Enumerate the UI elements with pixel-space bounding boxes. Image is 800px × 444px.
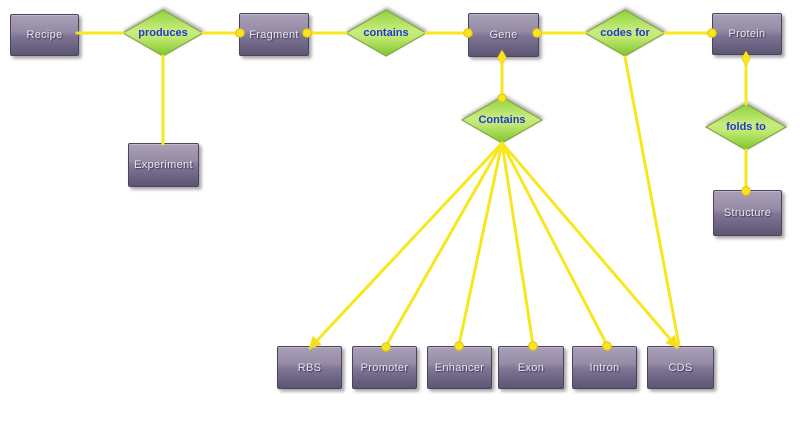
relationship-contains-parts[interactable]: Contains xyxy=(461,96,543,144)
entity-fragment[interactable]: Fragment xyxy=(239,13,309,56)
relationship-contains-parts-label: Contains xyxy=(478,114,526,126)
entity-cds-label: CDS xyxy=(668,361,693,374)
entity-gene[interactable]: Gene xyxy=(468,13,539,57)
entity-rbs[interactable]: RBS xyxy=(277,346,342,389)
relationship-contains[interactable]: contains xyxy=(345,9,427,57)
entity-intron-label: Intron xyxy=(589,361,620,374)
entity-experiment-label: Experiment xyxy=(134,159,193,171)
relationship-produces[interactable]: produces xyxy=(122,9,204,57)
relationship-folds-to-label: folds to xyxy=(726,121,766,133)
entity-cds[interactable]: CDS xyxy=(647,346,714,389)
diamond-shape xyxy=(345,9,427,57)
connector-containsparts-intron xyxy=(500,141,609,347)
entity-exon[interactable]: Exon xyxy=(498,346,564,389)
entity-promoter-label: Promoter xyxy=(360,361,409,374)
entity-promoter[interactable]: Promoter xyxy=(352,346,417,389)
entity-recipe-label: Recipe xyxy=(26,29,63,41)
relationship-codes-for[interactable]: codes for xyxy=(584,9,666,57)
entity-experiment[interactable]: Experiment xyxy=(128,143,199,187)
entity-fragment-label: Fragment xyxy=(249,28,299,41)
relationship-produces-label: produces xyxy=(138,27,188,39)
connector-containsparts-cds xyxy=(500,141,679,349)
relationship-folds-to[interactable]: folds to xyxy=(705,103,787,151)
connector-containsparts-rbs xyxy=(308,141,504,350)
entity-enhancer-label: Enhancer xyxy=(434,361,485,374)
entity-structure-label: Structure xyxy=(723,207,772,219)
relationship-codes-for-label: codes for xyxy=(600,27,650,39)
entity-gene-label: Gene xyxy=(489,29,518,41)
entity-protein-label: Protein xyxy=(728,28,766,40)
relationship-contains-label: contains xyxy=(363,27,409,39)
entity-enhancer[interactable]: Enhancer xyxy=(427,346,492,389)
entity-structure[interactable]: Structure xyxy=(713,190,782,236)
connector-containsparts-promoter xyxy=(384,141,504,348)
connector-codesfor-cds xyxy=(623,55,681,347)
connector-containsparts-enhancer xyxy=(457,141,504,347)
connector-containsparts-exon xyxy=(500,141,535,347)
entity-intron[interactable]: Intron xyxy=(572,346,637,389)
entity-recipe[interactable]: Recipe xyxy=(10,14,79,56)
entity-exon-label: Exon xyxy=(517,361,545,374)
entity-rbs-label: RBS xyxy=(297,361,322,374)
entity-protein[interactable]: Protein xyxy=(712,13,782,55)
